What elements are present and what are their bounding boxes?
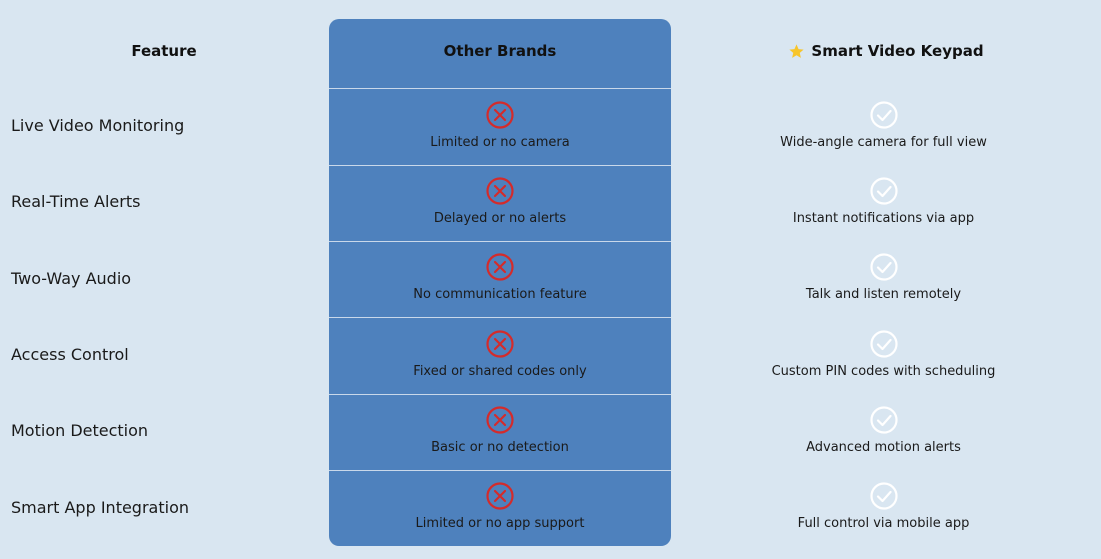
check-circle-icon xyxy=(869,101,898,129)
other-brands-text: Delayed or no alerts xyxy=(433,211,567,226)
star-icon xyxy=(789,43,804,58)
other-brands-panel xyxy=(329,19,671,546)
feature-column-header: Feature xyxy=(131,42,197,60)
smart-text: Advanced motion alerts xyxy=(806,440,961,455)
other-brands-text: Fixed or shared codes only xyxy=(413,364,587,379)
check-circle-icon xyxy=(869,406,898,434)
other-brands-cell-smart-app: Limited or no app support xyxy=(329,481,671,532)
row-divider xyxy=(329,165,671,166)
other-brands-cell-live-video: Limited or no camera xyxy=(329,100,671,151)
x-circle-icon xyxy=(486,482,514,510)
other-brands-text: No communication feature xyxy=(413,287,587,302)
other-brands-text: Basic or no detection xyxy=(431,440,569,455)
row-divider xyxy=(329,241,671,242)
smart-cell-access-control: Custom PIN codes with scheduling xyxy=(671,329,1096,380)
smart-cell-live-video: Wide-angle camera for full view xyxy=(671,100,1096,151)
smart-cell-motion-detection: Advanced motion alerts xyxy=(671,405,1096,456)
x-circle-icon xyxy=(486,406,514,434)
other-brands-text: Limited or no camera xyxy=(430,135,570,150)
row-divider xyxy=(329,394,671,395)
smart-text: Full control via mobile app xyxy=(797,516,970,531)
smart-text: Wide-angle camera for full view xyxy=(780,135,987,150)
row-divider xyxy=(329,88,671,89)
smart-column-header: Smart Video Keypad xyxy=(671,42,1101,60)
check-circle-icon xyxy=(869,253,898,281)
smart-text: Talk and listen remotely xyxy=(805,287,962,302)
check-circle-icon xyxy=(869,330,898,358)
smart-text: Instant notifications via app xyxy=(792,211,975,226)
other-brands-cell-motion-detection: Basic or no detection xyxy=(329,405,671,456)
check-circle-icon xyxy=(869,177,898,205)
smart-cell-two-way-audio: Talk and listen remotely xyxy=(671,252,1096,303)
other-brands-cell-access-control: Fixed or shared codes only xyxy=(329,329,671,380)
smart-cell-smart-app: Full control via mobile app xyxy=(671,481,1096,532)
x-circle-icon xyxy=(486,253,514,281)
smart-column-title: Smart Video Keypad xyxy=(811,42,984,60)
check-circle-icon xyxy=(869,482,898,510)
other-brands-cell-real-time-alerts: Delayed or no alerts xyxy=(329,176,671,227)
x-circle-icon xyxy=(486,101,514,129)
feature-label-live-video: Live Video Monitoring xyxy=(11,116,185,135)
smart-text: Custom PIN codes with scheduling xyxy=(771,364,996,379)
other-brands-cell-two-way-audio: No communication feature xyxy=(329,252,671,303)
feature-label-smart-app: Smart App Integration xyxy=(11,498,189,517)
row-divider xyxy=(329,470,671,471)
other-brands-text: Limited or no app support xyxy=(415,516,585,531)
row-divider xyxy=(329,317,671,318)
feature-label-real-time-alerts: Real-Time Alerts xyxy=(11,192,141,211)
feature-label-motion-detection: Motion Detection xyxy=(11,421,149,440)
x-circle-icon xyxy=(486,330,514,358)
feature-label-access-control: Access Control xyxy=(11,345,129,364)
feature-label-two-way-audio: Two-Way Audio xyxy=(11,269,132,288)
x-circle-icon xyxy=(486,177,514,205)
other-brands-column-header: Other Brands xyxy=(443,42,557,60)
smart-cell-real-time-alerts: Instant notifications via app xyxy=(671,176,1096,227)
